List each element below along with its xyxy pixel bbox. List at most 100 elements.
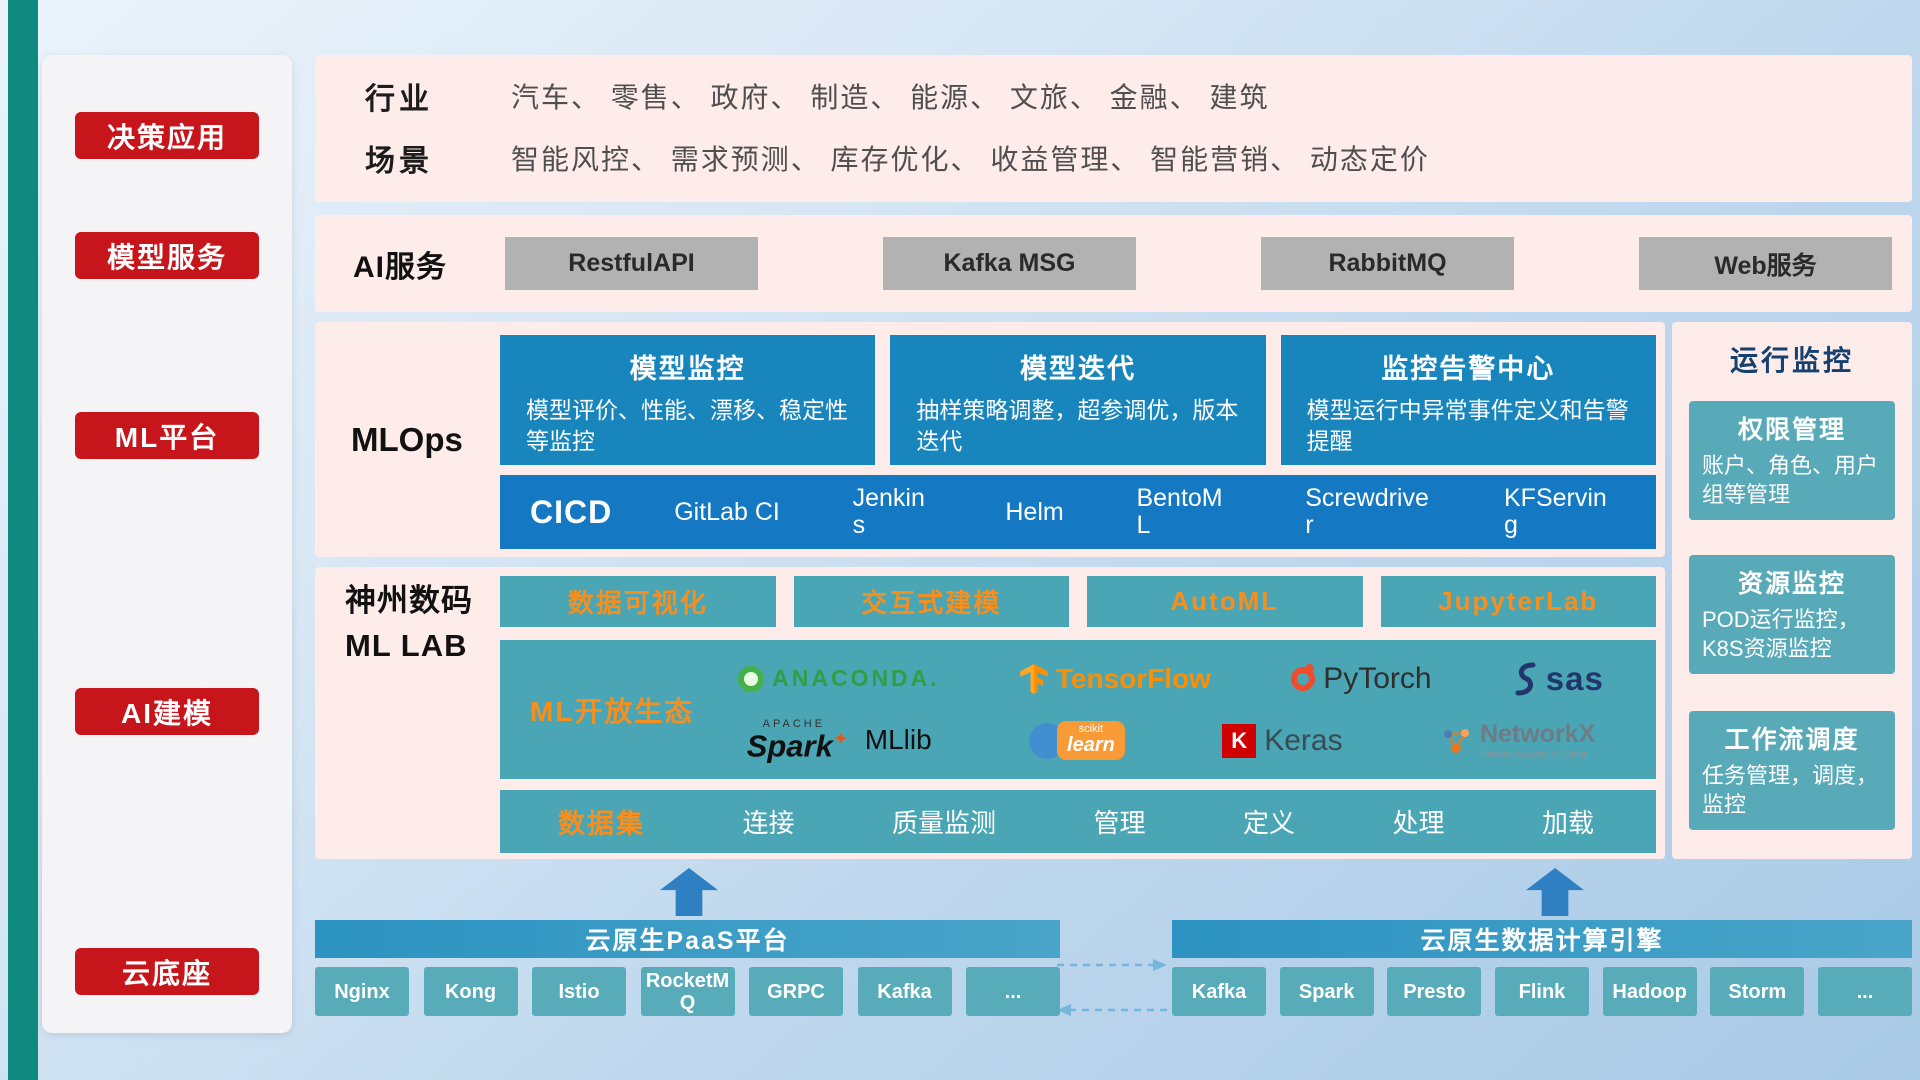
- ecosystem-logos: ANACONDA. TensorFlow PyTorch: [698, 651, 1656, 769]
- mlops-cards: 模型监控 模型评价、性能、漂移、稳定性等监控 模型迭代 抽样策略调整，超参调优，…: [500, 335, 1656, 465]
- networkx-logo: NetworkX Network Analysis in Python: [1440, 722, 1595, 759]
- anaconda-icon: [738, 665, 765, 692]
- dataset-bar: 数据集 连接 质量监测 管理 定义 处理 加载: [500, 790, 1656, 853]
- data-engine-buttons: Kafka Spark Presto Flink Hadoop Storm ..…: [1172, 967, 1912, 1016]
- permission-management-card: 权限管理 账户、角色、用户组等管理: [1689, 401, 1895, 520]
- sas-icon: [1515, 662, 1536, 695]
- ecosystem-logo-row-2: APACHE Spark✦ MLlib scikit learn: [698, 713, 1644, 769]
- alert-center-card: 监控告警中心 模型运行中异常事件定义和告警提醒: [1280, 335, 1656, 465]
- dashed-exchange-arrows-icon: [1057, 959, 1167, 1016]
- card-desc: POD运行监控，K8S资源监控: [1702, 607, 1860, 661]
- card-desc: 模型运行中异常事件定义和告警提醒: [1306, 397, 1629, 455]
- scikit-text: scikit: [1078, 723, 1104, 735]
- ml-lab-tools-row: 数据可视化 交互式建模 AutoML JupyterLab: [500, 576, 1656, 627]
- gitlab-ci-item: GitLab CI: [674, 497, 780, 526]
- cicd-bar: CICD GitLab CI Jenkins Helm BentoML Scre…: [500, 475, 1656, 549]
- scikit-learn-logo: scikit learn: [1029, 721, 1125, 760]
- flink-button: Flink: [1494, 967, 1589, 1016]
- networkx-icon: [1443, 728, 1469, 753]
- sidebar-badge-ai-modeling: AI建模: [75, 688, 259, 735]
- runtime-monitoring-panel: 运行监控 权限管理 账户、角色、用户组等管理 资源监控 POD运行监控，K8S资…: [1672, 322, 1912, 859]
- runtime-monitoring-title: 运行监控: [1729, 345, 1854, 376]
- networkx-caption: Network Analysis in Python: [1479, 749, 1589, 759]
- bentoml-item: BentoML: [1136, 484, 1223, 539]
- kafka-button: Kafka: [1172, 967, 1266, 1016]
- category-sidebar: 决策应用 模型服务 ML平台 AI建模 云底座: [42, 55, 292, 1033]
- learn-text: learn: [1067, 734, 1115, 756]
- pytorch-icon: [1291, 663, 1316, 691]
- card-desc: 账户、角色、用户组等管理: [1702, 453, 1879, 507]
- ecosystem-logo-row-1: ANACONDA. TensorFlow PyTorch: [698, 651, 1644, 707]
- data-engine-group: 云原生数据计算引擎 Kafka Spark Presto Flink Hadoo…: [1172, 920, 1912, 1016]
- scenario-line: 场景 智能风控、 需求预测、 库存优化、 收益管理、 智能营销、 动态定价: [365, 137, 1912, 179]
- restfulapi-button: RestfulAPI: [505, 237, 758, 290]
- tensorflow-text: TensorFlow: [1055, 662, 1211, 694]
- grpc-button: GRPC: [749, 967, 843, 1016]
- dataset-item-quality: 质量监测: [891, 808, 996, 838]
- sas-text: sas: [1545, 659, 1604, 697]
- industry-scenario-panel: 行业 汽车、 零售、 政府、 制造、 能源、 文旅、 金融、 建筑 场景 智能风…: [315, 55, 1912, 202]
- keras-icon: K: [1222, 723, 1257, 758]
- scenario-label: 场景: [365, 145, 433, 178]
- mllib-text: MLlib: [864, 724, 932, 756]
- scenario-list: 智能风控、 需求预测、 库存优化、 收益管理、 智能营销、 动态定价: [511, 144, 1430, 175]
- dataset-item-connect: 连接: [742, 808, 795, 838]
- more-button: ...: [966, 967, 1060, 1016]
- rocketmq-button: RocketMQ: [640, 967, 735, 1016]
- sidebar-badge-model-services: 模型服务: [75, 232, 259, 279]
- ml-lab-label-line1: 神州数码: [345, 583, 473, 618]
- spark-stack: APACHE Spark✦: [746, 718, 849, 764]
- ai-service-buttons: RestfulAPI Kafka MSG RabbitMQ Web服务: [505, 237, 1892, 290]
- up-arrow-icon: [1526, 868, 1584, 916]
- automl-button: AutoML: [1087, 576, 1363, 627]
- card-desc: 抽样策略调整，超参调优，版本迭代: [916, 397, 1239, 455]
- tensorflow-icon: [1020, 663, 1048, 694]
- apache-text: APACHE: [762, 718, 826, 731]
- kfserving-item: KFServing: [1504, 484, 1607, 539]
- sidebar-badge-ml-platform: ML平台: [75, 412, 259, 459]
- scikit-learn-badge: scikit learn: [1057, 721, 1125, 760]
- presto-button: Presto: [1387, 967, 1482, 1016]
- dataset-item-load: 加载: [1541, 808, 1594, 838]
- sidebar-badge-decision-apps: 决策应用: [75, 112, 259, 159]
- web-service-button: Web服务: [1639, 237, 1892, 290]
- workflow-scheduling-card: 工作流调度 任务管理，调度，监控: [1689, 711, 1895, 830]
- pytorch-logo: PyTorch: [1291, 662, 1432, 696]
- card-title: 资源监控: [1737, 570, 1846, 598]
- card-title: 工作流调度: [1724, 726, 1860, 754]
- more-button: ...: [1817, 967, 1912, 1016]
- spark-mllib-logo: APACHE Spark✦ MLlib: [746, 718, 932, 764]
- card-title: 权限管理: [1737, 416, 1846, 444]
- ml-lab-panel: 神州数码 ML LAB 数据可视化 交互式建模 AutoML JupyterLa…: [315, 567, 1665, 859]
- helm-item: Helm: [1005, 497, 1064, 526]
- card-title: 模型监控: [629, 354, 746, 384]
- hadoop-button: Hadoop: [1602, 967, 1697, 1016]
- data-engine-header: 云原生数据计算引擎: [1172, 920, 1912, 958]
- anaconda-logo: ANACONDA.: [738, 665, 940, 692]
- ml-open-ecosystem-box: ML开放生态 ANACONDA. TensorFlow: [500, 640, 1656, 779]
- paas-platform-header: 云原生PaaS平台: [315, 920, 1060, 958]
- card-title: 监控告警中心: [1381, 354, 1556, 384]
- istio-button: Istio: [532, 967, 626, 1016]
- tensorflow-logo: TensorFlow: [1020, 663, 1211, 695]
- dataset-item-process: 处理: [1392, 808, 1445, 838]
- paas-platform-group: 云原生PaaS平台 Nginx Kong Istio RocketMQ GRPC…: [315, 920, 1060, 1016]
- interactive-modeling-button: 交互式建模: [793, 576, 1069, 627]
- card-desc: 任务管理，调度，监控: [1702, 763, 1879, 817]
- dataset-item-define: 定义: [1242, 808, 1295, 838]
- ml-lab-label-line2: ML LAB: [345, 627, 468, 663]
- kafka-button: Kafka: [857, 967, 952, 1016]
- industry-label: 行业: [365, 83, 433, 116]
- resource-monitoring-card: 资源监控 POD运行监控，K8S资源监控: [1689, 555, 1895, 674]
- left-edge-stripe: [8, 0, 38, 1080]
- keras-logo: K Keras: [1222, 723, 1343, 758]
- screwdriver-item: Screwdriver: [1305, 484, 1429, 539]
- spark-text: Spark✦: [746, 728, 849, 764]
- model-monitoring-card: 模型监控 模型评价、性能、漂移、稳定性等监控: [500, 335, 876, 465]
- ai-service-label: AI服务: [353, 250, 447, 284]
- sas-logo: sas: [1512, 660, 1604, 698]
- rabbitmq-button: RabbitMQ: [1261, 237, 1514, 290]
- anaconda-text: ANACONDA.: [772, 665, 940, 691]
- industry-line: 行业 汽车、 零售、 政府、 制造、 能源、 文旅、 金融、 建筑: [365, 75, 1912, 117]
